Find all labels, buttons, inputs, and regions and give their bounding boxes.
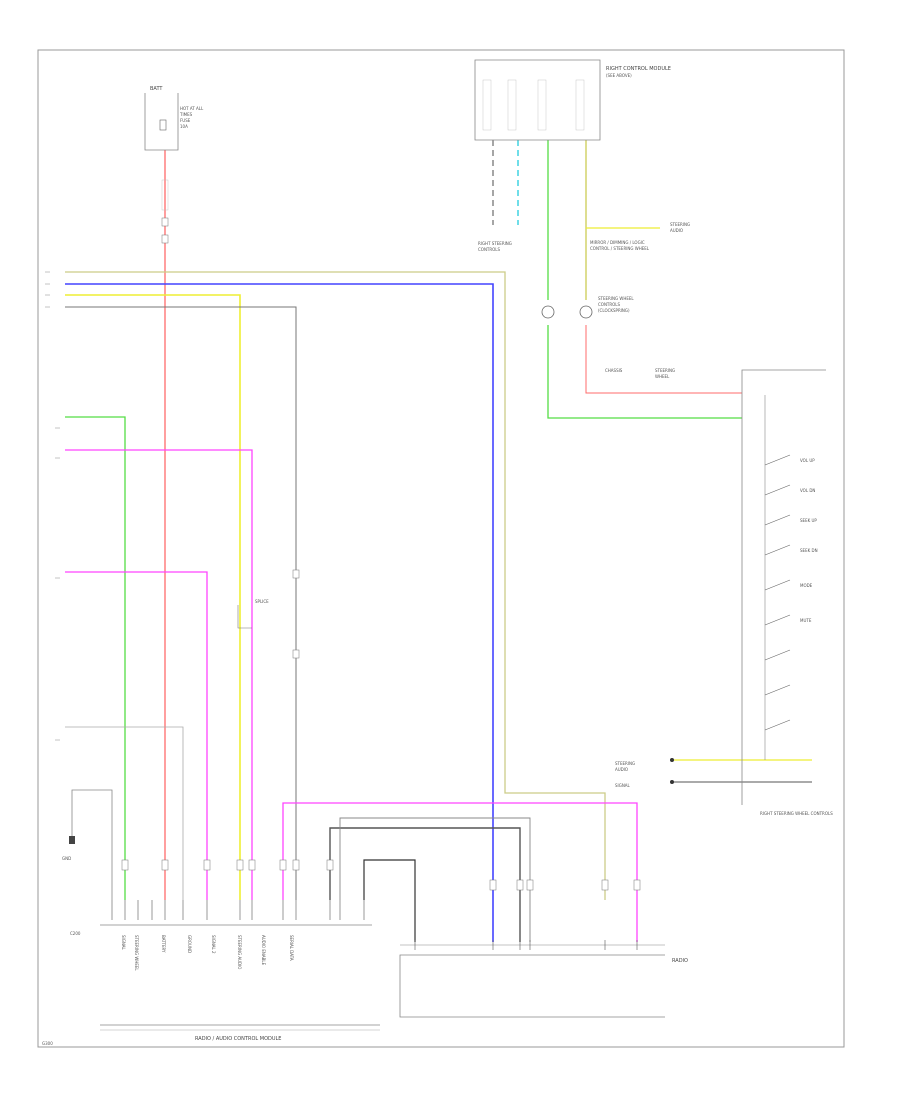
svg-text:BATTERY: BATTERY xyxy=(161,935,166,953)
svg-text:CONTROL / STEERING WHEEL: CONTROL / STEERING WHEEL xyxy=(590,246,650,251)
wire-green-left xyxy=(65,416,126,900)
svg-text:SERIAL DATA: SERIAL DATA xyxy=(289,935,294,961)
connector-markers xyxy=(121,217,641,891)
svg-text:SEEK UP: SEEK UP xyxy=(800,518,817,523)
svg-text:HOT AT ALL: HOT AT ALL xyxy=(180,106,204,111)
svg-text:MIRROR / DIMMING / LOGIC: MIRROR / DIMMING / LOGIC xyxy=(590,240,645,245)
svg-text:WHEEL: WHEEL xyxy=(655,374,670,379)
fuse-block-label: BATT xyxy=(150,86,163,92)
right-module-label: RIGHT STEERING WHEEL CONTROLS xyxy=(760,811,833,816)
wire-green-right xyxy=(547,325,742,419)
svg-text:STEERING: STEERING xyxy=(615,761,635,766)
svg-text:STEERING WHEEL: STEERING WHEEL xyxy=(598,296,634,301)
relay: SPLICE xyxy=(237,599,269,629)
svg-text:VOL DN: VOL DN xyxy=(800,488,815,493)
svg-text:CONTROLS: CONTROLS xyxy=(598,302,621,307)
fuse-block: BATT HOT AT ALL TIMES FUSE 10A xyxy=(144,86,204,211)
svg-text:FUSE: FUSE xyxy=(180,118,191,123)
bottom-left-module: RADIO / AUDIO CONTROL MODULE SIGNAL STEE… xyxy=(62,836,380,1042)
top-right-module-label: RIGHT CONTROL MODULE xyxy=(606,66,671,72)
diagram-frame xyxy=(37,49,845,1048)
svg-text:SIGNAL 2: SIGNAL 2 xyxy=(211,935,216,954)
svg-text:MUTE: MUTE xyxy=(800,618,812,623)
bottom-right-module-label: RADIO xyxy=(672,958,688,964)
wire-olive-top xyxy=(65,271,606,900)
wire-pink-3 xyxy=(282,802,638,942)
svg-text:10A: 10A xyxy=(180,124,188,129)
svg-text:(CLOCKSPRING): (CLOCKSPRING) xyxy=(598,308,630,313)
svg-text:VOL UP: VOL UP xyxy=(800,458,815,463)
svg-text:SIGNAL: SIGNAL xyxy=(121,935,126,951)
svg-text:AUDIO: AUDIO xyxy=(670,228,683,233)
svg-text:CONTROLS: CONTROLS xyxy=(478,247,501,252)
wire-group xyxy=(65,140,812,942)
svg-text:MODE: MODE xyxy=(800,583,813,588)
wire-pink-1 xyxy=(65,449,253,900)
svg-text:GROUND: GROUND xyxy=(187,935,192,953)
wire-ground xyxy=(71,789,113,900)
svg-text:(SEE ABOVE): (SEE ABOVE) xyxy=(606,73,632,78)
svg-text:CHASSIS: CHASSIS xyxy=(605,368,623,373)
wire-dark-2 xyxy=(339,817,531,942)
svg-text:TIMES: TIMES xyxy=(179,112,193,117)
top-right-module: RIGHT CONTROL MODULE (SEE ABOVE) RIGHT S… xyxy=(474,59,690,379)
ground-label: GND xyxy=(62,856,71,861)
wire-yellow xyxy=(65,294,241,900)
page-ref: G300 xyxy=(42,1041,53,1046)
svg-text:STEERING: STEERING xyxy=(670,222,690,227)
right-module: RIGHT STEERING WHEEL CONTROLS VOL UP VOL… xyxy=(615,369,833,816)
bottom-right-module: RADIO xyxy=(399,940,688,1018)
svg-text:RIGHT STEERING: RIGHT STEERING xyxy=(478,241,512,246)
svg-text:SIGNAL: SIGNAL xyxy=(615,783,631,788)
wire-pink-2 xyxy=(65,571,208,900)
svg-text:SPLICE: SPLICE xyxy=(255,599,269,604)
svg-text:STEERING WHEEL: STEERING WHEEL xyxy=(134,935,139,971)
svg-text:STEERING: STEERING xyxy=(655,368,675,373)
svg-text:STEERING AUDIO: STEERING AUDIO xyxy=(237,935,242,969)
svg-text:AUDIO: AUDIO xyxy=(615,767,628,772)
wire-blue xyxy=(65,283,494,942)
wire-gray-1 xyxy=(65,306,297,900)
svg-text:SEEK DN: SEEK DN xyxy=(800,548,818,553)
svg-text:C200: C200 xyxy=(70,931,81,936)
bottom-left-module-label: RADIO / AUDIO CONTROL MODULE xyxy=(195,1036,281,1042)
wire-gray-2 xyxy=(65,726,184,900)
wire-red-right xyxy=(585,325,742,394)
wire-dark-3 xyxy=(363,859,416,942)
svg-text:AUDIO ENABLE: AUDIO ENABLE xyxy=(261,935,266,966)
left-ticks xyxy=(45,271,60,741)
